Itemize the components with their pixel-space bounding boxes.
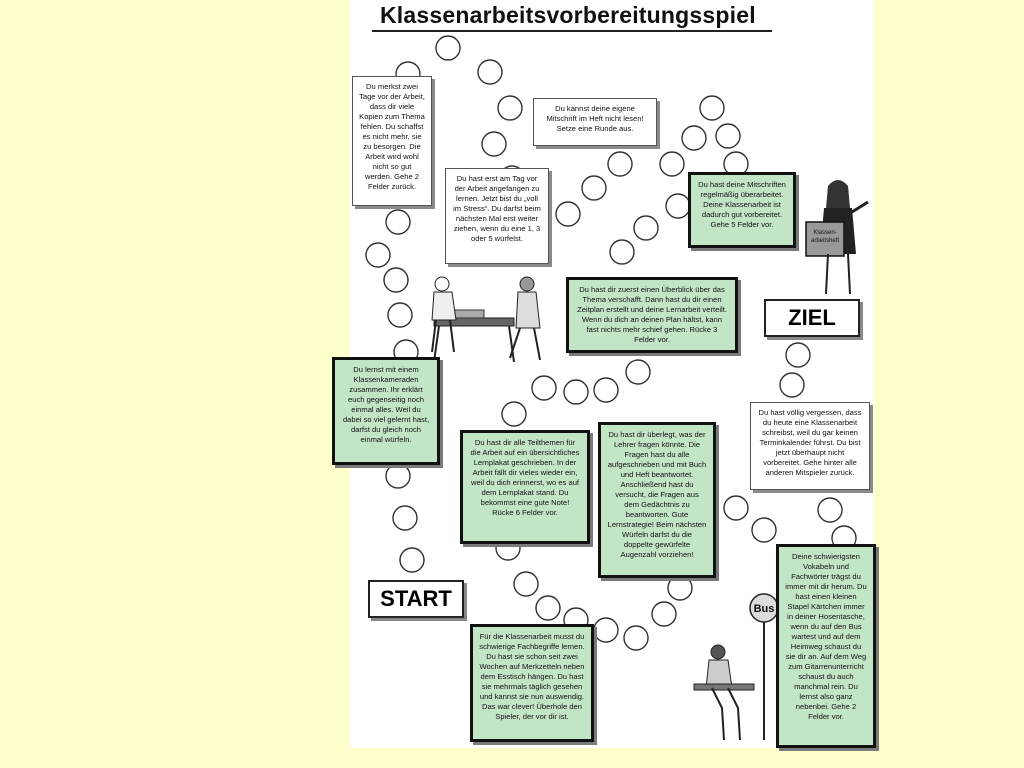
- board-field: [785, 342, 811, 368]
- board-field: [667, 575, 693, 601]
- board-field: [651, 601, 677, 627]
- students-studying-illustration: [431, 276, 541, 363]
- board-field: [681, 125, 707, 151]
- board-field: [659, 151, 685, 177]
- board-field: [817, 497, 843, 523]
- card-vergessen: Du hast völlig vergessen, dass du heute …: [750, 402, 870, 490]
- board-field: [501, 401, 527, 427]
- card-fragen: Du hast dir überlegt, was der Lehrer fra…: [598, 422, 716, 578]
- board-field: [751, 517, 777, 543]
- board-field: [609, 239, 635, 265]
- board-field: [665, 193, 691, 219]
- board-field: [633, 215, 659, 241]
- ziel-label: ZIEL: [764, 299, 860, 337]
- board-field: [385, 463, 411, 489]
- board-field: [385, 209, 411, 235]
- card-zeitplan: Du hast dir zuerst einen Überblick über …: [566, 277, 738, 353]
- card-fachbegriffe: Für die Klassenarbeit musst du schwierig…: [470, 624, 594, 742]
- notebook-icon: [805, 221, 845, 257]
- board-field: [593, 617, 619, 643]
- board-field: [625, 359, 651, 385]
- card-kopien: Du merkst zwei Tage vor der Arbeit, dass…: [352, 76, 432, 206]
- board-field: [623, 625, 649, 651]
- board-field: [481, 131, 507, 157]
- card-lernplakat: Du hast dir alle Teilthemen für die Arbe…: [460, 430, 590, 544]
- board-field: [593, 377, 619, 403]
- card-mitschrift: Du kannst deine eigene Mitschrift im Hef…: [533, 98, 657, 146]
- svg-text:Klassen-: Klassen-: [813, 230, 836, 236]
- svg-text:arbeitsheft: arbeitsheft: [811, 238, 839, 244]
- page-title: Klassenarbeitsvorbereitungsspiel: [380, 2, 756, 28]
- board-field: [531, 375, 557, 401]
- board-field: [497, 95, 523, 121]
- board-field: [387, 302, 413, 328]
- board-field: [715, 123, 741, 149]
- board-field: [383, 267, 409, 293]
- start-label: START: [368, 580, 464, 618]
- board-field: [392, 505, 418, 531]
- board-field: [779, 372, 805, 398]
- board-field: [477, 59, 503, 85]
- card-klassenkamerad: Du lernst mit einem Klassenkameraden zus…: [332, 357, 440, 465]
- board-field: [555, 201, 581, 227]
- game-board-page: Klassenarbeitsvorbereitungsspiel Klassen…: [332, 0, 876, 748]
- card-vokabeln: Deine schwierigsten Vokabeln und Fachwör…: [776, 544, 876, 748]
- board-field: [581, 175, 607, 201]
- girl-with-notebook-illustration: Klassen- arbeitsheft: [805, 180, 869, 295]
- title-underline: [372, 30, 772, 32]
- card-stress: Du hast erst am Tag vor der Arbeit angef…: [445, 168, 549, 264]
- board-field: [435, 35, 461, 61]
- board-field: [699, 95, 725, 121]
- board-field: [723, 495, 749, 521]
- board-field: [399, 547, 425, 573]
- bus-stop-illustration: Bus: [693, 593, 779, 741]
- svg-text:Bus: Bus: [754, 603, 775, 615]
- board-field: [513, 571, 539, 597]
- board-field: [607, 151, 633, 177]
- board-field: [535, 595, 561, 621]
- board-field: [365, 242, 391, 268]
- board-field: [563, 379, 589, 405]
- card-ueberarbeitet: Du hast deine Mitschriften regelmäßig üb…: [688, 172, 796, 248]
